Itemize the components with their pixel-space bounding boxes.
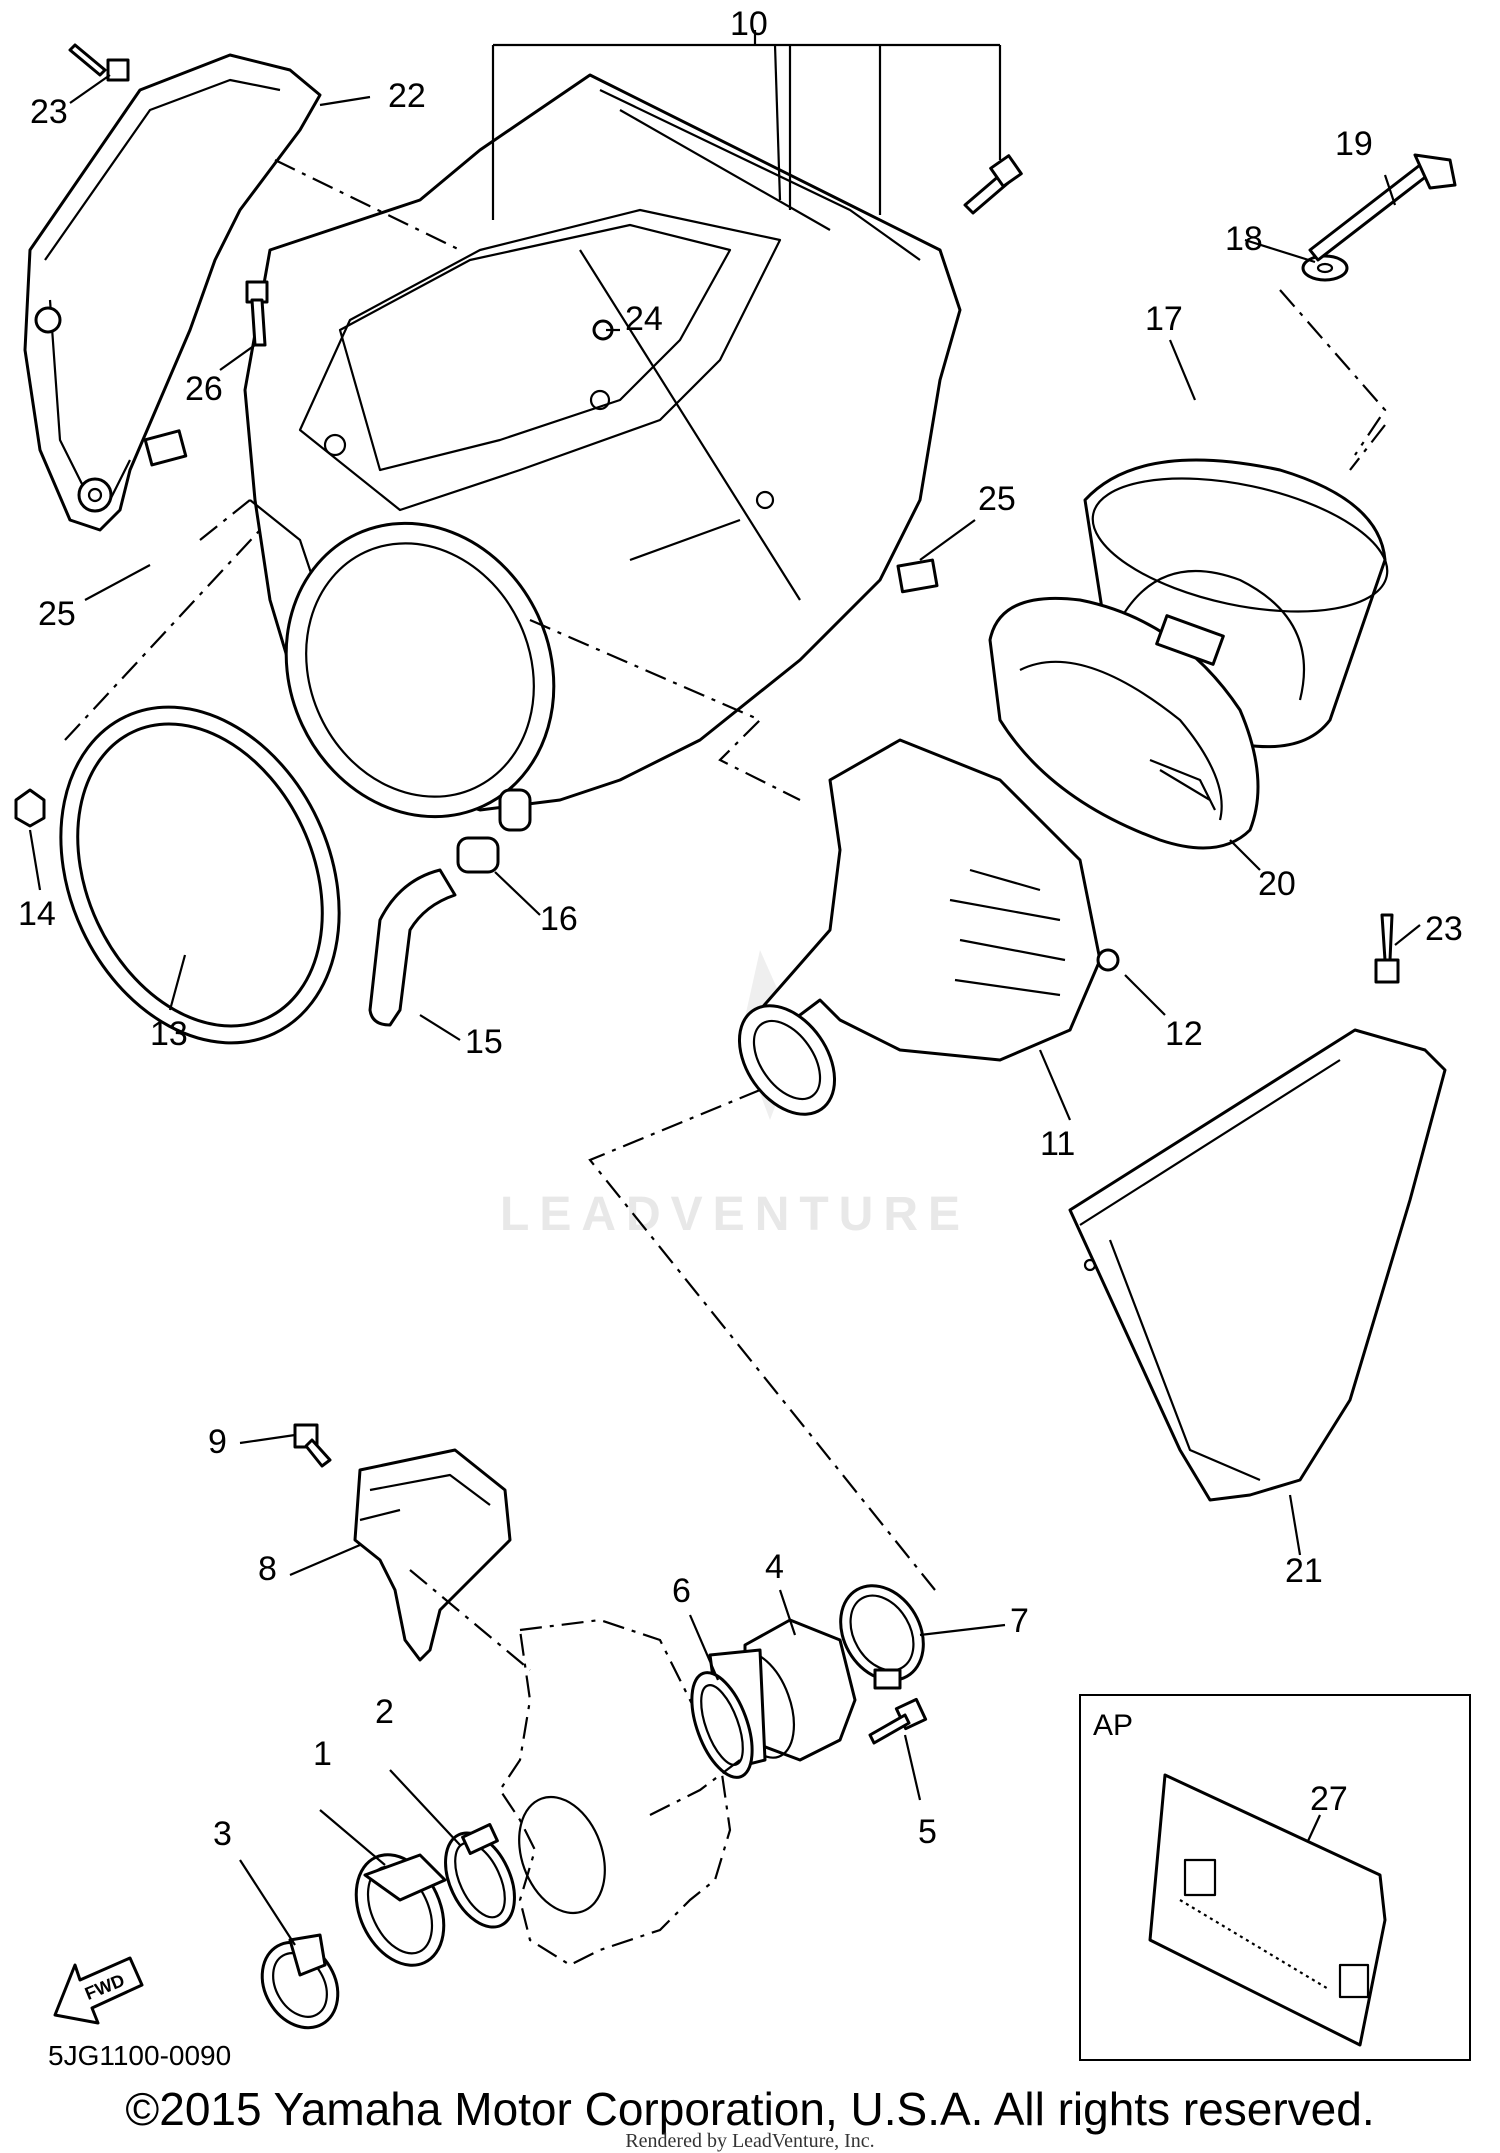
callout-13: 13 bbox=[150, 1015, 188, 1053]
callout-4: 4 bbox=[765, 1548, 784, 1586]
callout-labels: 1 2 3 4 5 6 7 8 9 10 11 12 13 14 15 16 1… bbox=[18, 5, 1463, 1853]
part-6-gasket[interactable] bbox=[680, 1665, 765, 1785]
callout-7: 7 bbox=[1010, 1602, 1029, 1640]
part-16-clamp[interactable] bbox=[456, 836, 500, 874]
part-19-bolt[interactable] bbox=[1308, 153, 1457, 262]
rendered-by-notice: Rendered by LeadVenture, Inc. bbox=[625, 2130, 875, 2152]
assembly-lines bbox=[64, 159, 1387, 1816]
callout-15: 15 bbox=[465, 1023, 503, 1061]
callout-22: 22 bbox=[388, 77, 426, 115]
part-23-rivet-top[interactable] bbox=[68, 43, 130, 82]
fwd-arrow-icon: FWD bbox=[53, 1956, 144, 2025]
callout-9: 9 bbox=[208, 1423, 227, 1461]
part-9-bolt[interactable] bbox=[293, 1423, 332, 1468]
callout-10: 10 bbox=[730, 5, 768, 43]
part-23-rivet-right[interactable] bbox=[1374, 913, 1400, 984]
callout-19: 19 bbox=[1335, 125, 1373, 163]
callout-23-top: 23 bbox=[30, 93, 68, 131]
part-13-seal[interactable] bbox=[8, 661, 392, 1088]
callout-1: 1 bbox=[313, 1735, 332, 1773]
part-11-intake-boot[interactable] bbox=[720, 738, 1102, 1132]
callout-2: 2 bbox=[375, 1693, 394, 1731]
callout-17: 17 bbox=[1145, 300, 1183, 338]
callout-18: 18 bbox=[1225, 220, 1263, 258]
copyright-notice: ©2015 Yamaha Motor Corporation, U.S.A. A… bbox=[125, 2083, 1375, 2135]
watermark-text: LEADVENTURE bbox=[500, 1188, 970, 1241]
callout-3: 3 bbox=[213, 1815, 232, 1853]
callout-25-right: 25 bbox=[978, 480, 1016, 518]
part-10-air-box[interactable] bbox=[239, 73, 962, 861]
callout-8: 8 bbox=[258, 1550, 277, 1588]
callout-21: 21 bbox=[1285, 1552, 1323, 1590]
part-7-clamp[interactable] bbox=[824, 1571, 940, 1696]
part-25-clip-left[interactable] bbox=[143, 429, 188, 467]
callout-27: 27 bbox=[1310, 1780, 1348, 1818]
callout-11: 11 bbox=[1040, 1125, 1075, 1163]
callout-23-right: 23 bbox=[1425, 910, 1463, 948]
part-25-clip-right[interactable] bbox=[896, 558, 939, 594]
part-22-side-cover[interactable] bbox=[23, 53, 322, 532]
callout-16: 16 bbox=[540, 900, 578, 938]
part-5-bolt[interactable] bbox=[868, 1697, 928, 1745]
callout-12: 12 bbox=[1165, 1015, 1203, 1053]
part-10-bolt[interactable] bbox=[963, 154, 1023, 215]
part-15-drain-hose[interactable] bbox=[368, 868, 457, 1027]
part-21-side-cover[interactable] bbox=[1068, 1028, 1447, 1502]
diagram-code: 5JG1100-0090 bbox=[48, 2040, 232, 2071]
callout-6: 6 bbox=[672, 1572, 691, 1610]
callout-20: 20 bbox=[1258, 865, 1296, 903]
callout-24: 24 bbox=[625, 300, 663, 338]
callout-26: 26 bbox=[185, 370, 223, 408]
leader-lines bbox=[28, 30, 1421, 1946]
ap-inset: AP bbox=[1079, 1694, 1471, 2061]
part-12-bolt[interactable] bbox=[1096, 948, 1120, 972]
part-2-clamp[interactable] bbox=[432, 1822, 529, 1938]
part-27-label-sheet[interactable] bbox=[1148, 1773, 1387, 2047]
callout-5: 5 bbox=[918, 1813, 937, 1851]
engine-outline bbox=[498, 1618, 732, 1967]
part-1-carb-joint[interactable] bbox=[339, 1841, 461, 1980]
callout-25-left: 25 bbox=[38, 595, 76, 633]
callout-14: 14 bbox=[18, 895, 56, 933]
part-8-bracket[interactable] bbox=[353, 1448, 512, 1662]
part-14-nut[interactable] bbox=[14, 788, 46, 828]
part-26-bolt[interactable] bbox=[245, 280, 269, 347]
part-20-filter-guide[interactable] bbox=[988, 596, 1260, 850]
part-3-clamp[interactable] bbox=[247, 1929, 353, 2042]
ap-label: AP bbox=[1093, 1709, 1133, 1742]
